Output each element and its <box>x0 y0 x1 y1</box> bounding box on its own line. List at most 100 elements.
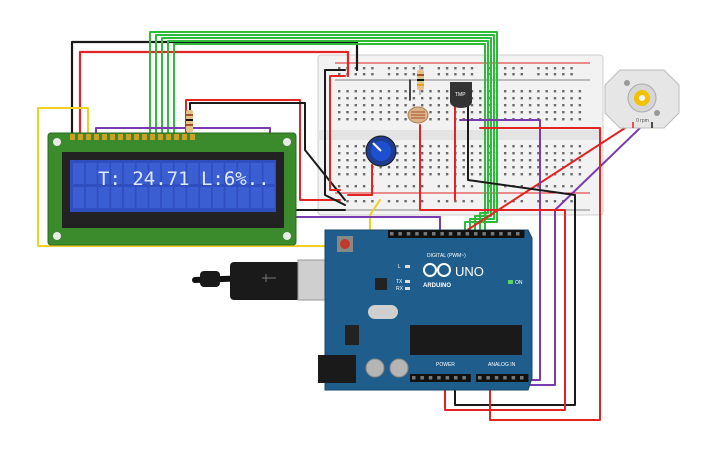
bb-hole <box>520 111 523 114</box>
bb-hole <box>570 185 573 188</box>
bb-hole <box>570 118 573 121</box>
lcd-cell <box>123 163 135 184</box>
bb-hole <box>512 152 515 155</box>
bb-hole <box>338 111 341 114</box>
bb-hole <box>479 159 482 162</box>
bb-hole <box>412 67 416 70</box>
lcd-cell <box>212 163 224 184</box>
bb-hole <box>512 90 515 93</box>
atmega-chip <box>410 325 522 355</box>
power-jack[interactable] <box>318 355 356 383</box>
bb-hole <box>396 73 399 76</box>
bb-hole <box>338 67 341 70</box>
bb-hole <box>412 152 416 155</box>
bb-hole <box>562 118 565 121</box>
bb-hole <box>437 104 440 107</box>
bb-hole <box>362 104 366 107</box>
bb-hole <box>545 173 548 176</box>
bb-hole <box>445 145 449 148</box>
capacitor <box>365 358 385 378</box>
bb-hole <box>512 145 515 148</box>
bb-hole <box>562 97 565 100</box>
bb-hole <box>338 104 341 107</box>
bb-hole <box>470 104 474 107</box>
bb-hole <box>528 111 532 114</box>
bb-hole <box>545 159 548 162</box>
bb-hole <box>396 118 399 121</box>
bb-hole <box>338 152 341 155</box>
wire-yellow-v0 <box>37 107 381 247</box>
bb-hole <box>346 118 349 121</box>
bb-hole <box>512 67 515 70</box>
usb-cable[interactable] <box>192 259 331 301</box>
bb-hole <box>421 152 424 155</box>
bb-hole <box>553 159 557 162</box>
bb-hole <box>545 118 548 121</box>
bb-hole <box>562 185 565 188</box>
bb-hole <box>553 200 557 203</box>
breadboard[interactable] <box>317 54 604 216</box>
bb-hole <box>553 97 557 100</box>
lcd-cell <box>238 187 250 208</box>
bb-hole <box>346 152 349 155</box>
temperature-sensor[interactable]: TMP <box>450 82 472 108</box>
bb-hole <box>570 90 573 93</box>
arduino-uno[interactable]: ARDUINO UNO DIGITAL (PWM~) POWER ANALOG … <box>318 229 533 391</box>
bb-hole <box>562 152 565 155</box>
bb-hole <box>371 90 374 93</box>
resistor-lcd[interactable] <box>186 110 193 132</box>
potentiometer[interactable] <box>365 135 397 167</box>
lcd-pin <box>134 134 139 140</box>
bb-hole <box>578 97 582 100</box>
analog-label: ANALOG IN <box>488 362 516 368</box>
dc-motor[interactable]: 0 rpm <box>604 69 680 129</box>
lcd-pin-header <box>70 134 195 140</box>
bb-hole <box>553 118 557 121</box>
svg-text:RX: RX <box>396 286 404 292</box>
wire-purple-motor <box>519 127 641 386</box>
lcd-pin <box>166 134 171 140</box>
bb-hole <box>379 97 382 100</box>
bb-hole <box>346 111 349 114</box>
resistor-ldr[interactable] <box>417 65 424 95</box>
bb-hole <box>504 73 507 76</box>
header-pin <box>507 232 512 236</box>
bb-hole <box>537 185 540 188</box>
photoresistor[interactable] <box>407 106 429 124</box>
bb-hole <box>512 159 515 162</box>
bb-hole <box>404 97 407 100</box>
bb-hole <box>412 97 416 100</box>
lcd-pin <box>174 134 179 140</box>
header-pin <box>440 232 444 236</box>
bb-hole <box>445 185 449 188</box>
bb-hole <box>462 200 465 203</box>
bb-hole <box>537 173 540 176</box>
header-pin <box>420 376 424 380</box>
bb-hole <box>537 73 540 76</box>
arduino-brand: ARDUINO <box>423 283 451 289</box>
bb-hole <box>578 173 582 176</box>
lcd-module[interactable]: T: 24.71 L:6%.. <box>47 132 297 246</box>
bb-hole <box>470 166 474 169</box>
bb-hole <box>421 185 424 188</box>
lcd-cell <box>250 187 262 208</box>
svg-text:ON: ON <box>515 280 523 286</box>
bb-hole <box>387 166 391 169</box>
bb-hole <box>396 90 399 93</box>
bb-hole <box>553 145 557 148</box>
bb-hole <box>404 104 407 107</box>
bb-hole <box>437 166 440 169</box>
bb-hole <box>578 145 582 148</box>
bb-hole <box>421 67 424 70</box>
header-pin <box>390 232 394 236</box>
header-pin <box>432 232 436 236</box>
bb-hole <box>371 118 374 121</box>
bb-hole <box>338 97 341 100</box>
bb-hole <box>412 90 416 93</box>
bb-hole <box>354 104 357 107</box>
bb-hole <box>346 185 349 188</box>
wires <box>37 31 641 421</box>
lcd-cell <box>263 163 275 184</box>
bb-hole <box>354 90 357 93</box>
lcd-cell <box>212 187 224 208</box>
